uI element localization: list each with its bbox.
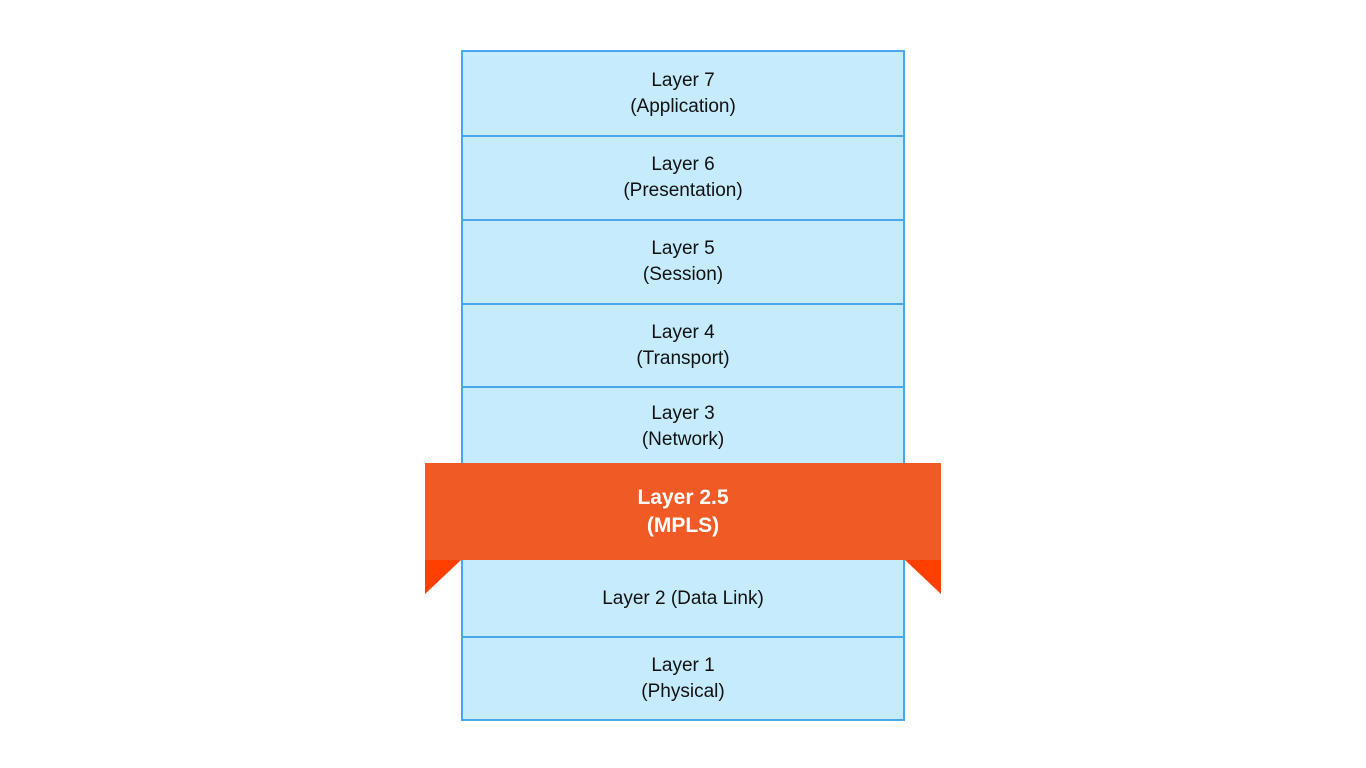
layer-3-name: (Network) xyxy=(641,428,725,450)
layer-1-label: Layer 1 xyxy=(651,654,715,676)
layer-6-box: Layer 6 (Presentation) xyxy=(463,137,903,219)
layer-5-label: Layer 5 xyxy=(651,238,715,259)
layer-4-label: Layer 4 xyxy=(651,321,715,343)
layer-5-name: (Session) xyxy=(642,264,724,285)
layer-3-label: Layer 3 xyxy=(651,402,715,424)
layer-7-name: (Application) xyxy=(630,95,736,117)
layer-stack: Layer 7 (Application) Layer 6 (Presentat… xyxy=(461,50,905,721)
layer-3-box: Layer 3 (Network) xyxy=(463,388,903,465)
layer-6-label: Layer 6 xyxy=(651,154,715,175)
layer-divider xyxy=(463,636,903,638)
layer-5-box: Layer 5 (Session) xyxy=(463,221,903,303)
layer-6-name: (Presentation) xyxy=(623,180,743,201)
layer-divider xyxy=(463,303,903,305)
layer-divider xyxy=(463,219,903,221)
mpls-banner: Layer 2.5 (MPLS) xyxy=(425,463,941,560)
mpls-name: (MPLS) xyxy=(646,513,720,537)
layer-2-box: Layer 2 (Data Link) xyxy=(463,562,903,636)
layer-2-label: Layer 2 (Data Link) xyxy=(602,588,764,609)
mpls-label: Layer 2.5 xyxy=(637,485,729,509)
layer-1-name: (Physical) xyxy=(641,680,725,702)
layer-4-box: Layer 4 (Transport) xyxy=(463,305,903,386)
layer-divider xyxy=(463,386,903,388)
banner-fold-right xyxy=(905,560,941,594)
layer-4-name: (Transport) xyxy=(636,347,730,369)
banner-fold-left xyxy=(425,560,461,594)
layer-7-label: Layer 7 xyxy=(651,69,715,91)
layer-divider xyxy=(463,135,903,137)
layer-7-box: Layer 7 (Application) xyxy=(463,52,903,135)
layer-1-box: Layer 1 (Physical) xyxy=(463,638,903,719)
